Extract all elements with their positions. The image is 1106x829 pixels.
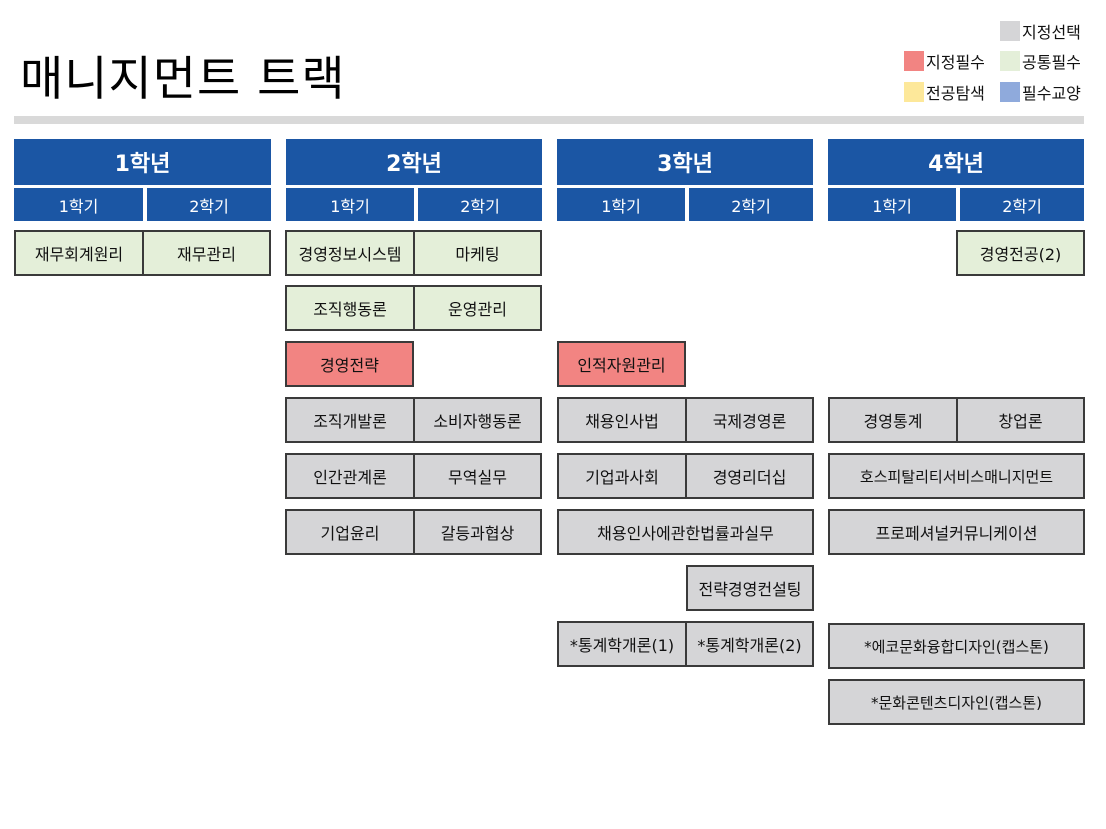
course-box: 마케팅 — [413, 230, 542, 276]
course-box: 갈등과협상 — [413, 509, 542, 555]
course-box: 경영통계 — [828, 397, 958, 443]
legend-item-designated-required: 지정필수 — [904, 50, 985, 72]
course-box: 인간관계론 — [285, 453, 415, 499]
course-box: 재무관리 — [142, 230, 271, 276]
course-box: 채용인사에관한법률과실무 — [557, 509, 814, 555]
legend-swatch — [1000, 51, 1020, 71]
semester-header: 2학기 — [418, 188, 542, 221]
course-box: 경영리더십 — [685, 453, 814, 499]
semester-header: 2학기 — [147, 188, 271, 221]
header-divider — [14, 116, 1084, 124]
legend-swatch — [1000, 82, 1020, 102]
course-box: *문화콘텐츠디자인(캡스톤) — [828, 679, 1085, 725]
legend-label: 지정필수 — [926, 53, 985, 72]
course-box: 소비자행동론 — [413, 397, 542, 443]
legend-label: 필수교양 — [1022, 84, 1081, 103]
course-box: 재무회계원리 — [14, 230, 144, 276]
legend-swatch — [904, 51, 924, 71]
course-box: 프로페셔널커뮤니케이션 — [828, 509, 1085, 555]
legend-label: 공통필수 — [1022, 53, 1081, 72]
legend-swatch — [1000, 21, 1020, 41]
year-header-4: 4학년 — [828, 139, 1084, 185]
semester-header: 1학기 — [828, 188, 956, 221]
course-box: 경영전략 — [285, 341, 414, 387]
course-box: 경영정보시스템 — [285, 230, 415, 276]
legend-item-major-exploration: 전공탐색 — [904, 81, 985, 103]
course-box: 조직개발론 — [285, 397, 415, 443]
semester-header: 1학기 — [286, 188, 414, 221]
course-box: 인적자원관리 — [557, 341, 686, 387]
course-box: *에코문화융합디자인(캡스톤) — [828, 623, 1085, 669]
page-title: 매니지먼트 트랙 — [20, 52, 346, 107]
year-header-3: 3학년 — [557, 139, 813, 185]
course-box: 기업과사회 — [557, 453, 687, 499]
legend-swatch — [904, 82, 924, 102]
course-box: *통계학개론(1) — [557, 621, 687, 667]
legend-label: 전공탐색 — [926, 84, 985, 103]
course-box: 호스피탈리티서비스매니지먼트 — [828, 453, 1085, 499]
course-box: 운영관리 — [413, 285, 542, 331]
legend-item-designated-elective: 지정선택 — [1000, 20, 1081, 42]
semester-header: 2학기 — [960, 188, 1084, 221]
semester-header: 2학기 — [689, 188, 813, 221]
legend-label: 지정선택 — [1022, 23, 1081, 42]
course-box: 경영전공(2) — [956, 230, 1085, 276]
legend-item-required-liberal-arts: 필수교양 — [1000, 81, 1081, 103]
course-box: 채용인사법 — [557, 397, 687, 443]
year-header-2: 2학년 — [286, 139, 542, 185]
semester-header: 1학기 — [14, 188, 143, 221]
course-box: 무역실무 — [413, 453, 542, 499]
legend-item-common-required: 공통필수 — [1000, 50, 1081, 72]
course-box: 기업윤리 — [285, 509, 415, 555]
year-header-1: 1학년 — [14, 139, 271, 185]
semester-header: 1학기 — [557, 188, 685, 221]
course-box: 전략경영컨설팅 — [686, 565, 814, 611]
course-box: 조직행동론 — [285, 285, 415, 331]
course-box: 국제경영론 — [685, 397, 814, 443]
course-box: *통계학개론(2) — [685, 621, 814, 667]
course-box: 창업론 — [956, 397, 1085, 443]
